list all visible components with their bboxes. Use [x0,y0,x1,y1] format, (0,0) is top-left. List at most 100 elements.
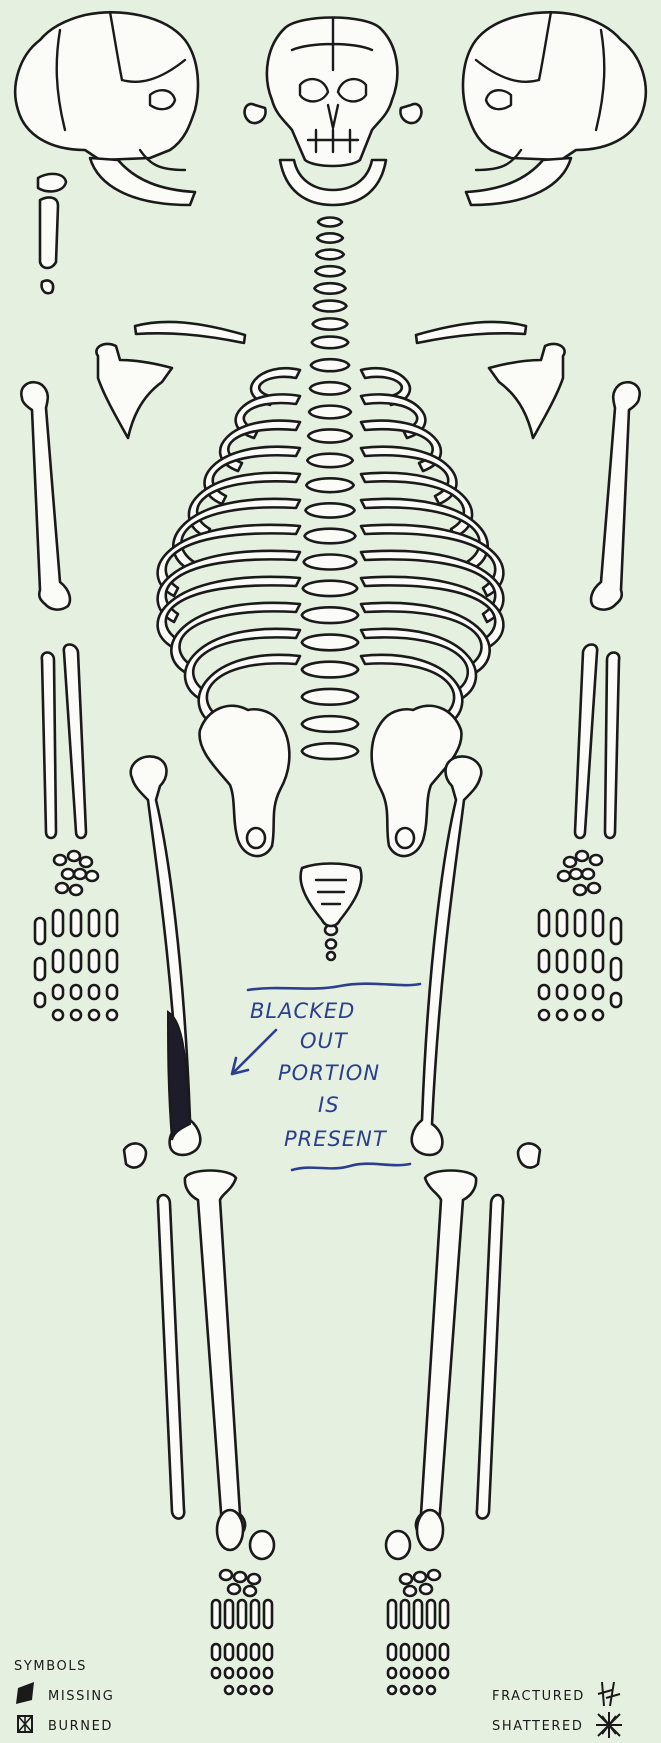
foot-phalanx [414,1668,422,1678]
tarsal [404,1586,416,1596]
vertebra [310,382,350,394]
phalanx [611,958,621,980]
phalanx [35,918,45,944]
coccyx-segment [326,940,336,949]
carpal [564,857,576,867]
phalanx [539,1010,549,1020]
foot-phalanx [264,1686,272,1694]
foot-left [212,1510,274,1694]
tarsal [228,1584,240,1594]
symbols-legend: SYMBOLS MISSING BURNED FRACTURED SHATTER… [14,1659,622,1738]
shattered-symbol-icon [596,1712,622,1738]
annotation-arrow [232,1030,276,1074]
phalanx [593,950,603,972]
vertebra [305,503,354,517]
vertebra [308,429,352,442]
phalanx [575,950,585,972]
foot-phalanx [225,1644,233,1660]
carpal [62,869,74,879]
foot-right [386,1510,448,1694]
hand-left [35,851,117,1020]
carpal [74,869,86,879]
vertebra [316,250,344,260]
phalanx [575,910,585,936]
vertebra [302,607,358,623]
phalanx [53,985,63,999]
foot-phalanx [238,1600,246,1628]
foot-phalanx [238,1668,246,1678]
skull-frontal [245,18,422,206]
vertebra [312,337,349,349]
vertebra [302,662,358,678]
phalanx [35,958,45,980]
phalanx [539,910,549,936]
phalanx [53,1010,63,1020]
foot-phalanx [225,1686,233,1694]
phalanx [53,910,63,936]
phalanx [557,910,567,936]
phalanx [557,950,567,972]
fractured-symbol-icon [598,1682,620,1706]
foot-phalanx [251,1600,259,1628]
foot-phalanx [440,1600,448,1628]
carpal [56,883,68,893]
phalanx [575,985,585,999]
vertebra [302,743,358,759]
hip-bone-left [200,706,290,856]
leg-right [386,756,540,1694]
vertebra [314,301,347,312]
foot-phalanx [264,1644,272,1660]
vertebra [318,218,342,227]
phalanx [89,985,99,999]
vertebra [306,478,353,492]
foot-phalanx [414,1686,422,1694]
tarsal [234,1572,246,1582]
foot-phalanx [212,1668,220,1678]
foot-phalanx [264,1668,272,1678]
foot-phalanx [427,1686,435,1694]
radius-left [42,653,56,839]
phalanx [71,1010,81,1020]
foot-phalanx [427,1644,435,1660]
foot-phalanx [251,1686,259,1694]
carpal [70,885,82,895]
vertebra [304,555,357,570]
carpal [588,883,600,893]
calcaneus [417,1510,443,1550]
vertebra [305,529,356,544]
foot-phalanx [414,1644,422,1660]
pelvis [200,706,462,926]
vertebra [307,454,353,468]
phalanx [107,985,117,999]
carpal [576,851,588,861]
phalanx [89,910,99,936]
patella-left [124,1143,146,1167]
vertebra [315,266,344,276]
tarsal [220,1570,232,1580]
fibula-right [477,1195,503,1519]
foot-phalanx [414,1600,422,1628]
vertebra [302,689,358,705]
legend-burned-label: BURNED [48,1719,113,1734]
tarsal [244,1586,256,1596]
phalanx [89,950,99,972]
tibia-right [416,1171,476,1538]
annotation-line-2: OUT [300,1029,349,1053]
foot-phalanx [401,1644,409,1660]
foot-phalanx [238,1644,246,1660]
scapula-right [489,344,565,438]
foot-phalanx [388,1668,396,1678]
phalanx [71,910,81,936]
legend-shattered-label: SHATTERED [492,1719,583,1734]
skull-right-lateral [463,12,646,205]
annotation-line-3: PORTION [278,1061,380,1085]
clavicle-right [416,322,526,343]
calcaneus [217,1510,243,1550]
arm-right [539,382,640,1020]
carpal [68,851,80,861]
foot-phalanx [427,1668,435,1678]
vertebra [314,283,345,294]
legend-title: SYMBOLS [14,1659,87,1674]
phalanx [107,1010,117,1020]
carpal [574,885,586,895]
